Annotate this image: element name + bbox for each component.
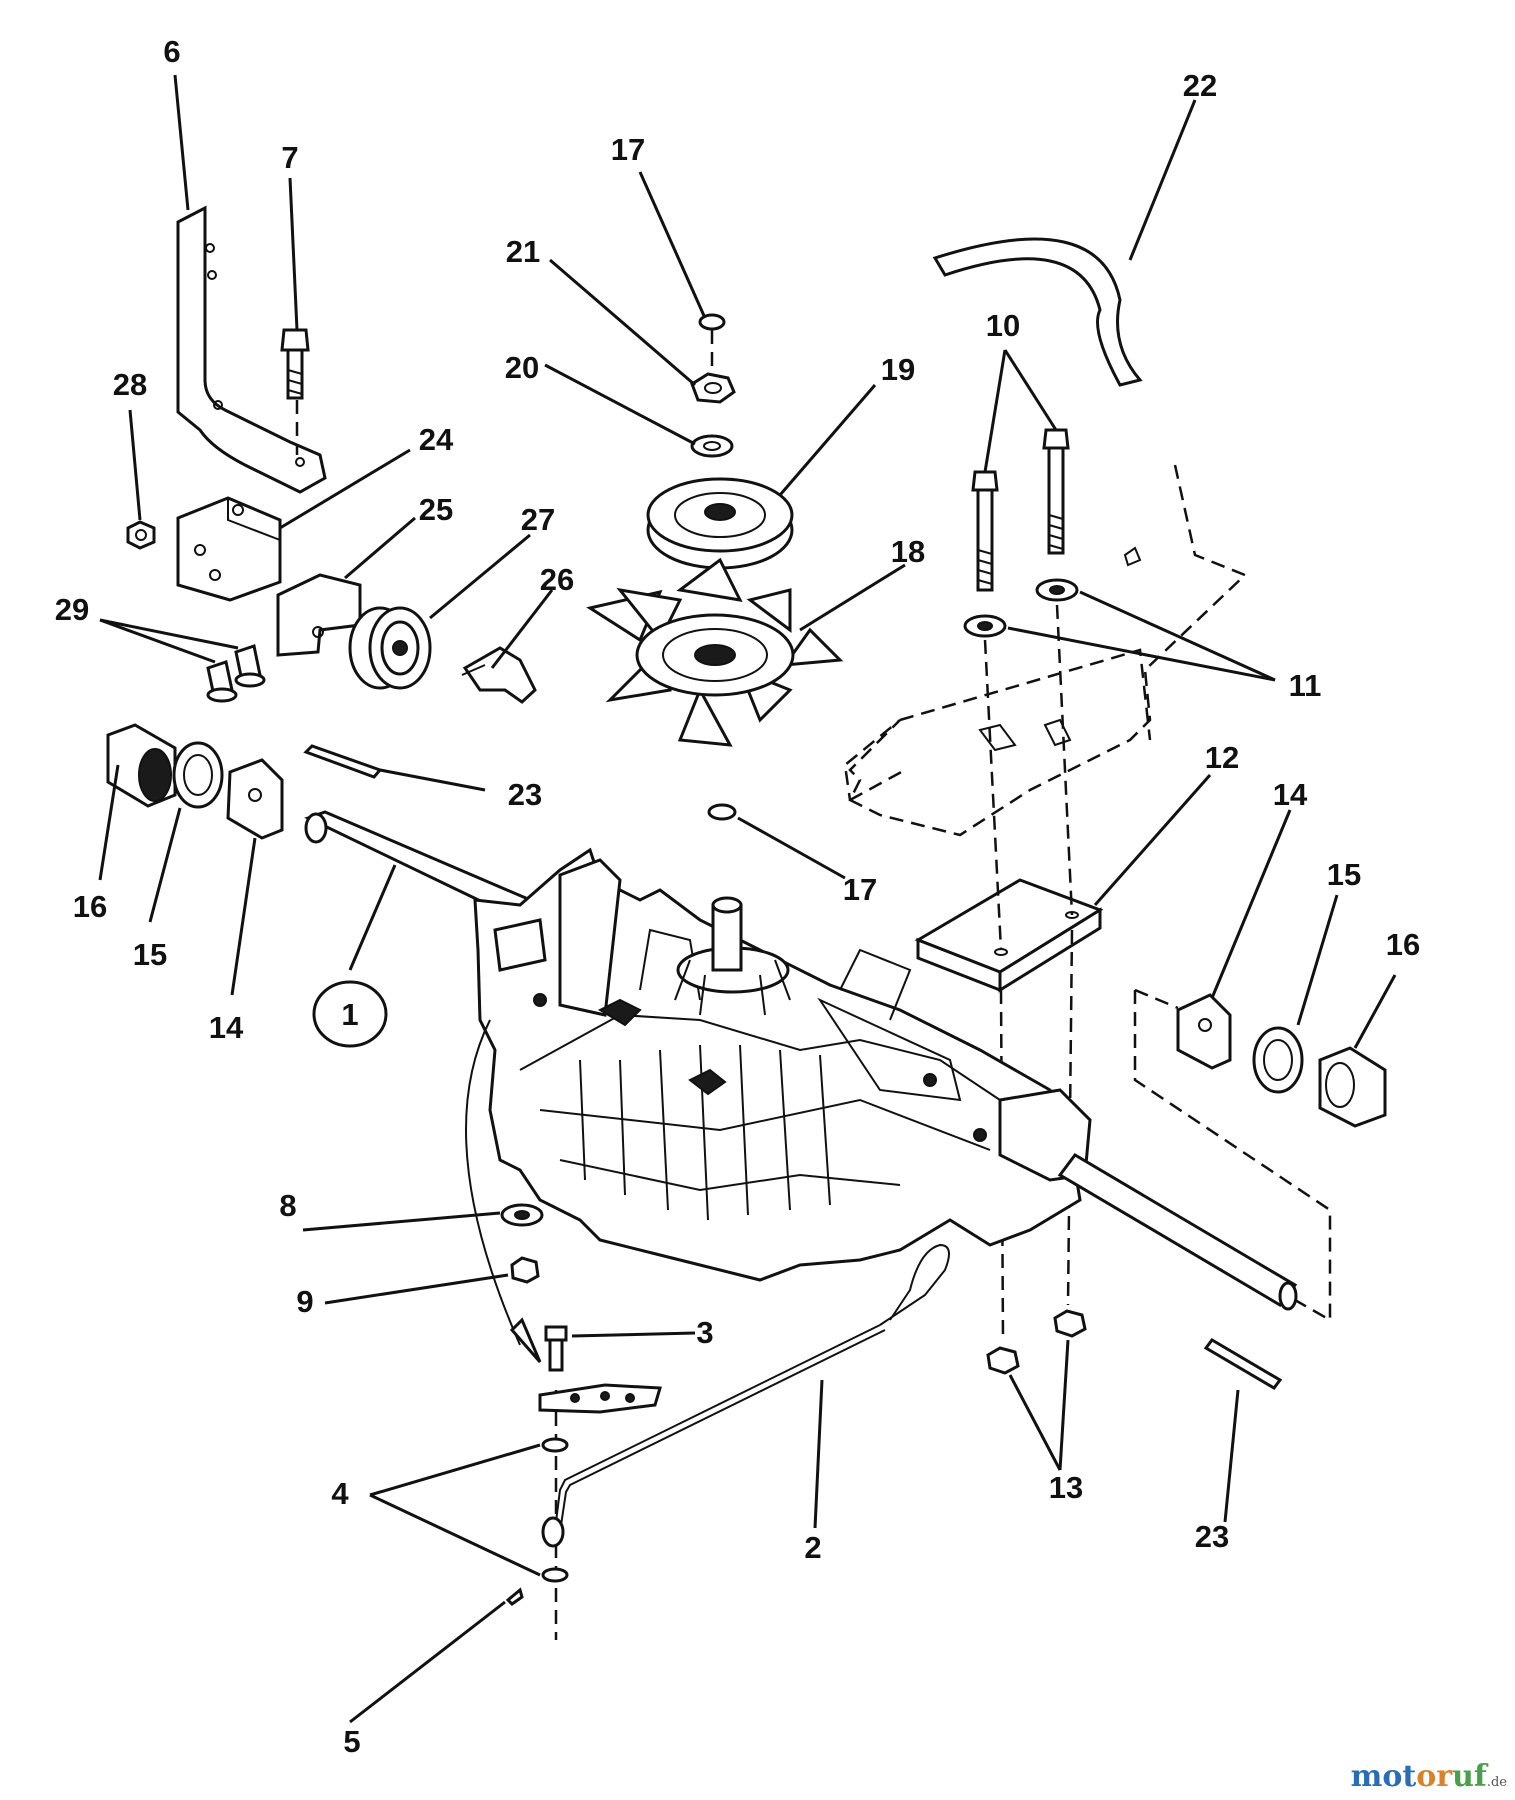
callout-15-left: 15 — [133, 937, 167, 972]
callout-28: 28 — [113, 367, 147, 402]
pulley-part — [646, 477, 794, 570]
fan-part — [586, 557, 844, 747]
callout-17-top: 17 — [611, 132, 645, 167]
right-side-assembly — [1133, 988, 1387, 1323]
callout-12: 12 — [1205, 740, 1239, 775]
key-left-part — [303, 744, 383, 779]
callout-15-right: 15 — [1327, 857, 1361, 892]
callout-22: 22 — [1183, 68, 1217, 103]
bolt-part — [280, 328, 310, 455]
hex-nut-part — [690, 372, 736, 404]
callout-29: 29 — [55, 592, 89, 627]
transaxle-body — [473, 847, 1092, 1282]
callout-24: 24 — [419, 422, 454, 457]
callout-13: 13 — [1049, 1470, 1083, 1505]
small-pulley-part — [348, 606, 432, 690]
bracket-part — [176, 205, 327, 494]
callout-27: 27 — [521, 502, 555, 537]
clip-bottom-part — [707, 803, 737, 821]
callout-3: 3 — [696, 1315, 713, 1350]
callout-26: 26 — [540, 562, 574, 597]
callout-10: 10 — [986, 308, 1020, 343]
bushing-left-part — [106, 723, 177, 808]
callout-labels: 1 2 3 4 5 6 7 8 9 10 11 12 13 14 14 15 1… — [55, 34, 1420, 1759]
callout-16-right: 16 — [1386, 927, 1420, 962]
callout-1: 1 — [341, 997, 358, 1032]
washer-nut-part — [500, 1203, 544, 1284]
callout-21: 21 — [506, 234, 540, 269]
pad-part — [914, 878, 1104, 993]
lock-nuts-part — [986, 1309, 1087, 1375]
callout-14-right: 14 — [1273, 777, 1308, 812]
nut-part — [126, 520, 156, 550]
callout-4: 4 — [331, 1476, 349, 1511]
callout-25: 25 — [419, 492, 453, 527]
clip-top-part — [698, 313, 726, 331]
callout-16-left: 16 — [73, 889, 107, 924]
rod-part — [541, 1243, 950, 1548]
callout-8: 8 — [279, 1188, 296, 1223]
callout-14-left: 14 — [209, 1010, 244, 1045]
callout-18: 18 — [891, 534, 925, 569]
motoruf-watermark: motoruf.de — [1350, 1759, 1507, 1794]
belt-part — [932, 237, 1143, 387]
long-bolts-part — [971, 428, 1070, 592]
callout-2: 2 — [804, 1530, 821, 1565]
washer-left-part — [172, 741, 224, 809]
callout-circle-1 — [312, 980, 388, 1048]
callout-11: 11 — [1289, 668, 1322, 703]
washer-part — [690, 434, 734, 458]
assembly-arrow — [465, 1019, 542, 1363]
control-link-parts — [505, 1325, 662, 1606]
callout-5: 5 — [343, 1724, 360, 1759]
angle-bracket-part — [276, 573, 362, 657]
callout-17-bottom: 17 — [843, 872, 877, 907]
leader-lines — [98, 74, 1397, 1724]
pin-part — [461, 646, 537, 704]
callout-23-left: 23 — [508, 777, 542, 812]
frame-outline — [843, 464, 1248, 837]
callout-6: 6 — [163, 34, 180, 69]
callout-23-right: 23 — [1195, 1519, 1229, 1554]
angle-plate-left-part — [226, 758, 284, 840]
callout-7: 7 — [281, 140, 298, 175]
key-right-part — [1203, 1338, 1283, 1390]
axle-right-part — [1057, 1153, 1298, 1311]
flat-washers-part — [963, 578, 1079, 638]
callout-9: 9 — [296, 1284, 313, 1319]
bolts-part — [206, 644, 266, 703]
callout-20: 20 — [505, 350, 539, 385]
spacer-block-part — [176, 496, 282, 602]
callout-19: 19 — [881, 352, 915, 387]
